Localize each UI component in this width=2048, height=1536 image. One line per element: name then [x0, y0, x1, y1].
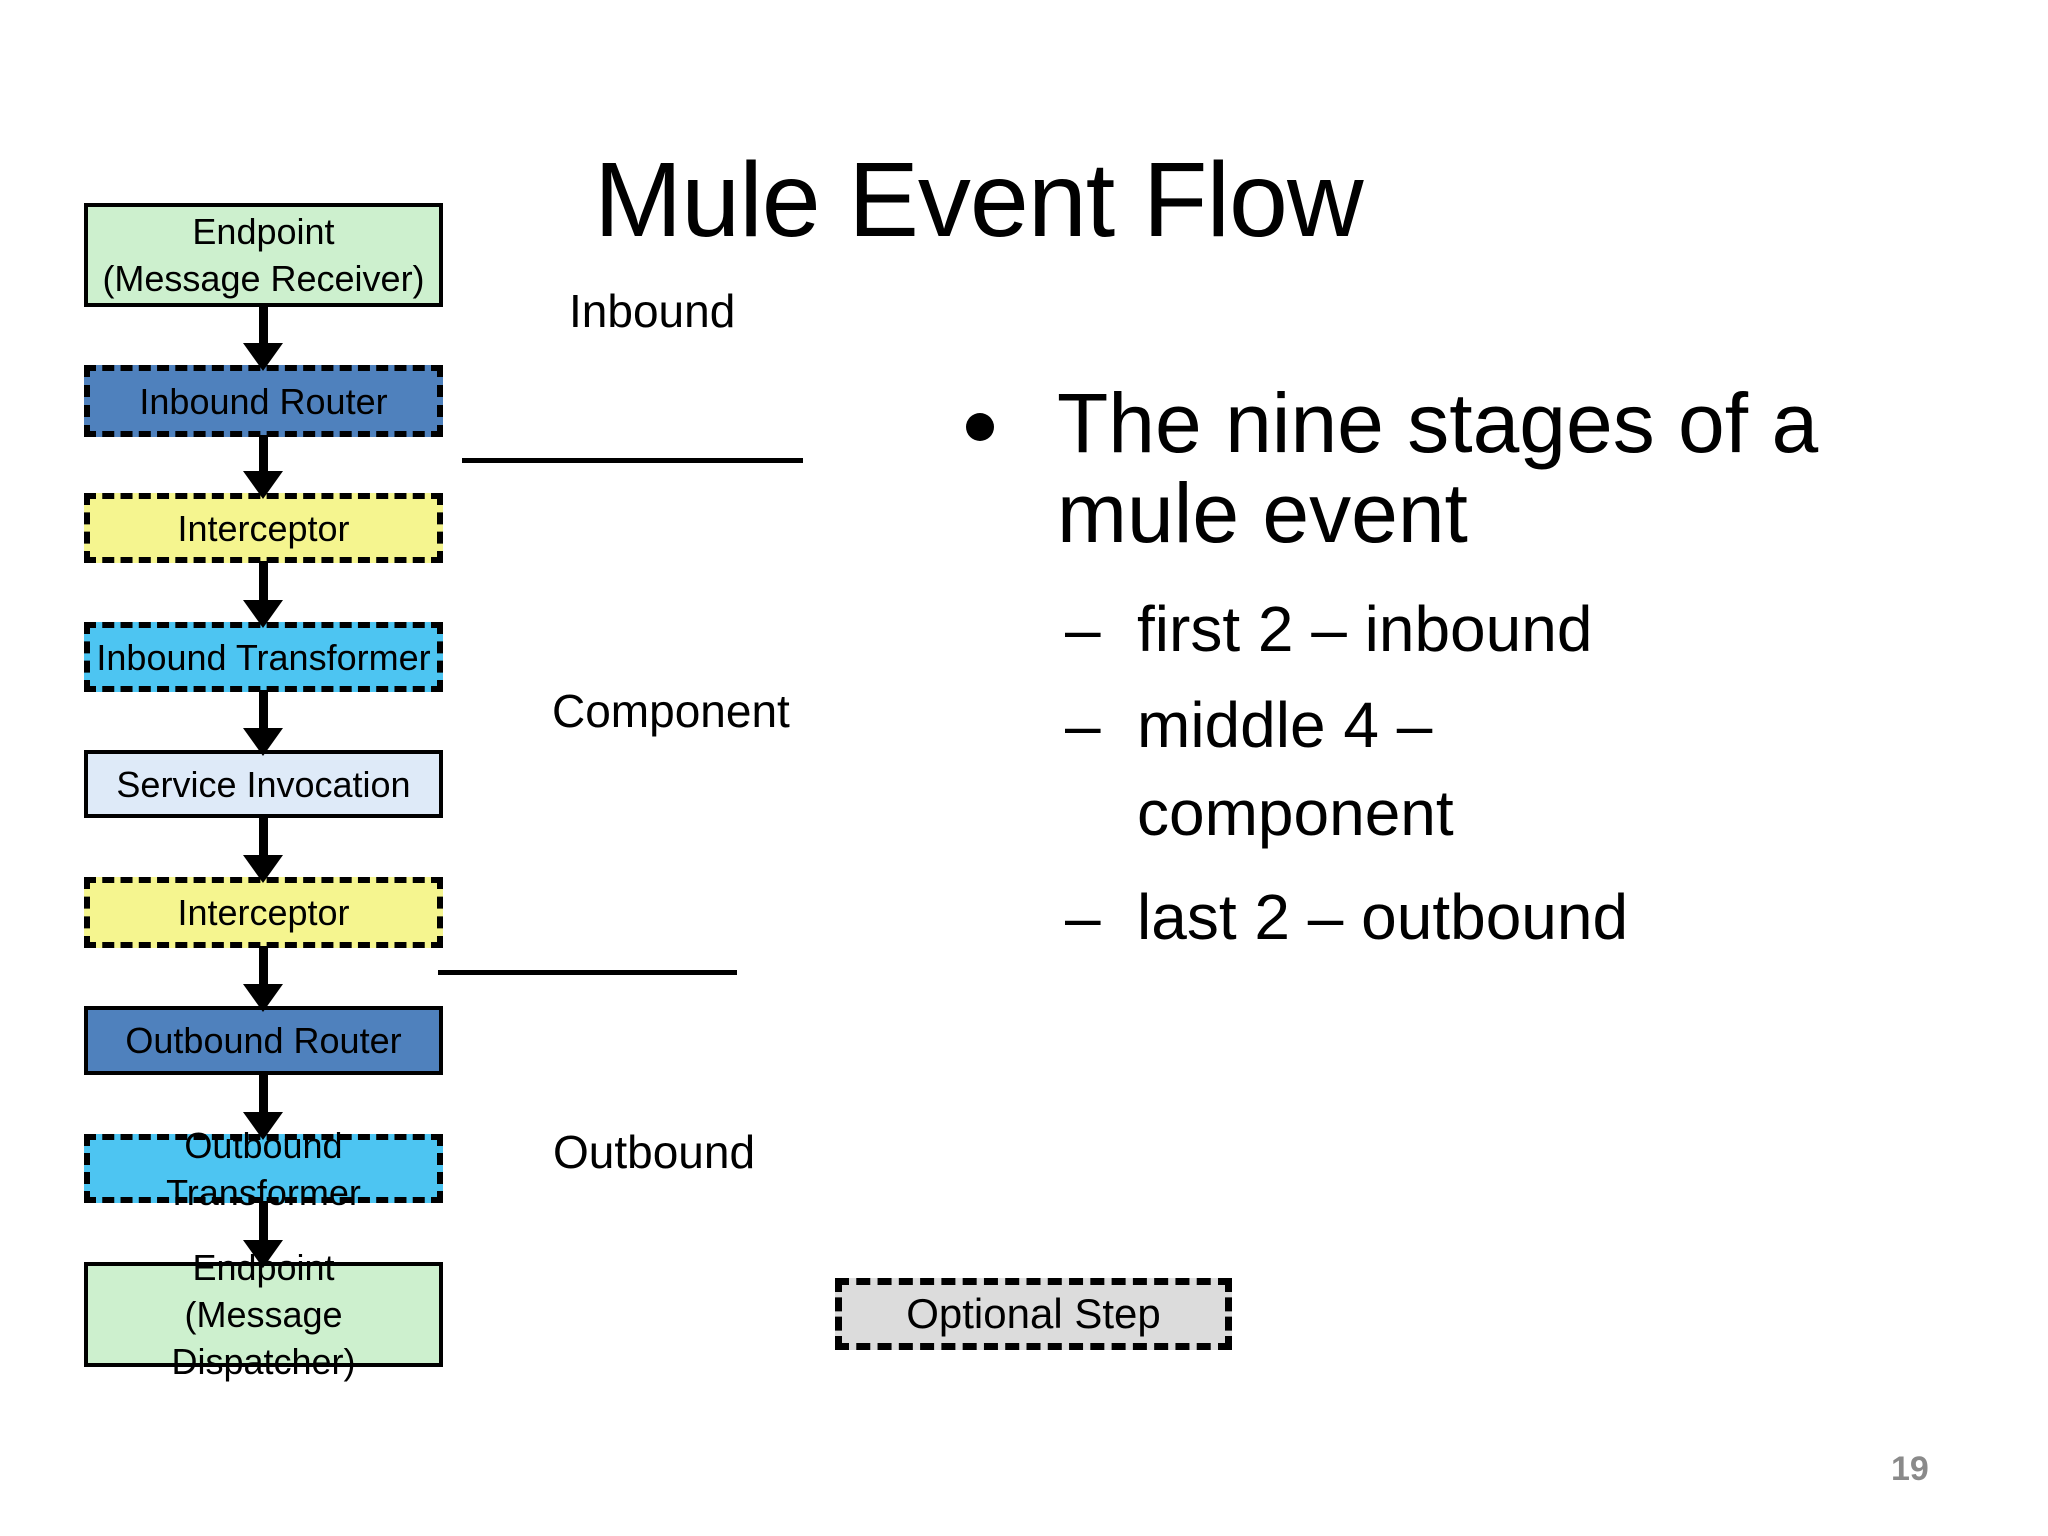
sub-bullet-text: middle 4 –	[1137, 689, 1433, 761]
optional-step-label: Optional Step	[906, 1290, 1161, 1337]
sub-bullet-middle-wrap: component	[1137, 777, 1454, 849]
sub-bullet-middle: –middle 4 –	[1065, 693, 1432, 757]
node-endpoint-receiver: Endpoint (Message Receiver)	[84, 203, 443, 307]
node-inbound-router: Inbound Router	[84, 365, 443, 437]
bullet-main-line-2: mule event	[1057, 466, 1468, 560]
bullet-main-line-1: The nine stages of a	[1057, 376, 1819, 470]
sub-bullet-last: –last 2 – outbound	[1065, 885, 1628, 949]
flow-arrow-icon	[243, 305, 284, 371]
flow-arrow-icon	[243, 1073, 284, 1140]
node-endpoint-dispatcher: Endpoint (Message Dispatcher)	[84, 1247, 443, 1382]
bullet-icon: •	[966, 413, 994, 441]
node-outbound-router: Outbound Router	[84, 1006, 443, 1075]
optional-step-legend: Optional Step	[835, 1278, 1232, 1350]
section-divider-line-1	[462, 458, 803, 463]
flow-arrow-icon	[243, 1201, 284, 1268]
flow-arrow-icon	[243, 946, 284, 1012]
node-inbound-transformer: Inbound Transformer	[84, 622, 443, 692]
node-service-invocation: Service Invocation	[84, 750, 443, 818]
node-interceptor-1: Interceptor	[84, 493, 443, 563]
flow-arrow-icon	[243, 816, 284, 883]
section-label-inbound: Inbound	[569, 285, 736, 337]
page-number: 19	[1891, 1450, 1929, 1488]
sub-bullet-dash: –	[1065, 593, 1101, 665]
node-interceptor-2: Interceptor	[84, 877, 443, 948]
flow-arrow-icon	[243, 435, 284, 499]
sub-bullet-first: –first 2 – inbound	[1065, 597, 1592, 661]
node-outbound-transformer: Outbound Transformer	[84, 1125, 443, 1213]
flow-arrow-icon	[243, 690, 284, 756]
sub-bullet-text: last 2 – outbound	[1137, 881, 1629, 953]
section-divider-line-2	[438, 970, 737, 975]
section-label-component: Component	[552, 685, 790, 737]
sub-bullet-text: first 2 – inbound	[1137, 593, 1593, 665]
sub-bullet-dash: –	[1065, 881, 1101, 953]
sub-bullet-dash: –	[1065, 689, 1101, 761]
flow-arrow-icon	[243, 561, 284, 628]
slide-title: Mule Event Flow	[594, 141, 1364, 259]
section-label-outbound: Outbound	[553, 1126, 756, 1178]
